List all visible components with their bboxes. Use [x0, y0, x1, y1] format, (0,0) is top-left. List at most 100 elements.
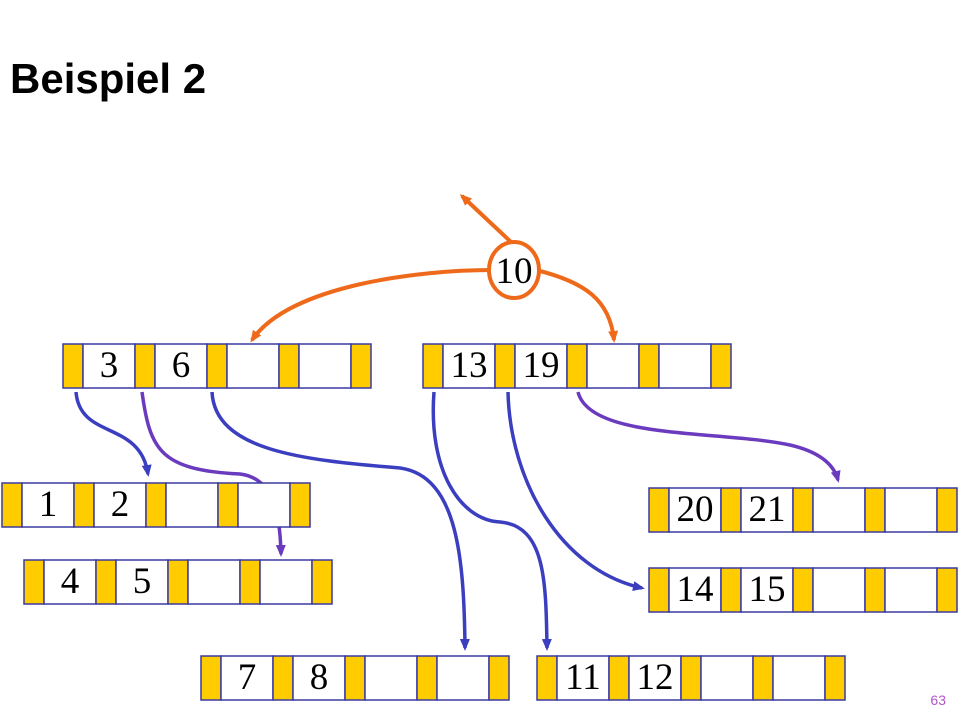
key-label: 11 — [565, 657, 601, 698]
key-cell — [668, 487, 722, 533]
pointer-cell — [422, 343, 444, 389]
key-label: 6 — [172, 345, 191, 386]
key-cell — [514, 343, 568, 389]
pointer-cell — [344, 655, 366, 701]
key-cell — [82, 343, 136, 389]
pointer-cell — [167, 559, 189, 605]
key-cell — [93, 482, 147, 528]
key-label: 14 — [677, 569, 714, 610]
pointer-cell — [536, 655, 558, 701]
key-cell — [700, 655, 754, 701]
pointer-cell — [62, 343, 84, 389]
key-label: 8 — [310, 657, 329, 698]
pointer-cell — [134, 343, 156, 389]
key-cell — [21, 482, 75, 528]
key-label: 3 — [100, 345, 119, 386]
key-cell — [115, 559, 169, 605]
key-label: 15 — [749, 569, 786, 610]
root-right-arrow — [535, 268, 619, 343]
slide-title: Beispiel 2 — [10, 55, 207, 102]
node-leaf-11-12: 11 12 — [536, 655, 846, 701]
key-label: 19 — [523, 345, 560, 386]
key-label: 4 — [61, 561, 80, 602]
arrow-to-leaf-20-21 — [576, 391, 841, 483]
key-cell — [364, 655, 418, 701]
pointer-cell — [217, 482, 239, 528]
pointer-cell — [272, 655, 294, 701]
key-cell — [668, 567, 722, 613]
pointer-cell — [720, 567, 742, 613]
pointer-cell — [824, 655, 846, 701]
key-cell — [628, 655, 682, 701]
pointer-cell — [720, 487, 742, 533]
root-arrows — [250, 193, 619, 343]
key-cell — [220, 655, 274, 701]
pointer-cell — [350, 343, 372, 389]
key-label: 12 — [637, 657, 674, 698]
node-right: 13 19 — [422, 343, 732, 389]
pointer-cell — [278, 343, 300, 389]
pointer-cell — [710, 343, 732, 389]
key-label: 7 — [238, 657, 257, 698]
pointer-cell — [23, 559, 45, 605]
pointer-cell — [95, 559, 117, 605]
key-label: 1 — [39, 484, 58, 525]
pointer-cell — [206, 343, 228, 389]
pointer-cell — [145, 482, 167, 528]
pointer-cell — [792, 567, 814, 613]
pointer-cell — [648, 567, 670, 613]
pointer-cell — [936, 567, 958, 613]
pointer-cell — [608, 655, 630, 701]
key-cell — [772, 655, 826, 701]
key-cell — [298, 343, 352, 389]
key-cell — [812, 487, 866, 533]
key-cell — [43, 559, 97, 605]
pointer-cell — [752, 655, 774, 701]
key-label: 21 — [749, 489, 786, 530]
pointer-cell — [289, 482, 311, 528]
key-cell — [884, 567, 938, 613]
key-label: 20 — [677, 489, 714, 530]
key-cell — [740, 487, 794, 533]
key-cell — [165, 482, 219, 528]
key-cell — [187, 559, 241, 605]
key-cell — [226, 343, 280, 389]
arrow-to-leaf-7-8 — [210, 391, 470, 651]
pointer-cell — [680, 655, 702, 701]
pointer-cell — [73, 482, 95, 528]
key-cell — [292, 655, 346, 701]
root-up-arrow — [459, 193, 514, 245]
root-circle — [487, 240, 541, 300]
key-cell — [812, 567, 866, 613]
key-cell — [436, 655, 490, 701]
pointer-cell — [239, 559, 261, 605]
pointer-cell — [648, 487, 670, 533]
key-label: 5 — [133, 561, 152, 602]
key-label: 13 — [451, 345, 488, 386]
key-cell — [586, 343, 640, 389]
pointer-cell — [566, 343, 588, 389]
arrow-to-leaf-4-5 — [140, 391, 286, 557]
pointer-cell — [416, 655, 438, 701]
key-cell — [237, 482, 291, 528]
pointer-cell — [488, 655, 510, 701]
key-cell — [154, 343, 208, 389]
pointer-cell — [494, 343, 516, 389]
pointer-cell — [936, 487, 958, 533]
root-node: 10 — [487, 240, 541, 300]
arrow-to-leaf-11-12 — [431, 391, 552, 651]
pointer-cell — [864, 487, 886, 533]
key-label: 2 — [111, 484, 130, 525]
root-key: 10 — [496, 251, 533, 292]
arrow-to-leaf-14-15 — [506, 391, 645, 591]
pointer-cell — [1, 482, 23, 528]
pointer-cell — [200, 655, 222, 701]
node-leaf-14-15: 14 15 — [648, 567, 958, 613]
page-number: 63 — [930, 692, 946, 708]
